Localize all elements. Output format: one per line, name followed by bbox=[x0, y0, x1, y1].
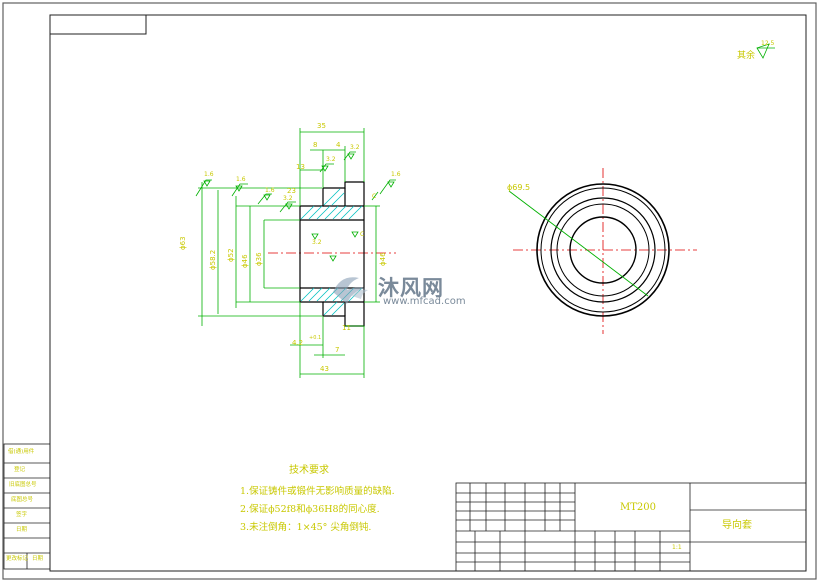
watermark-logo bbox=[333, 277, 368, 304]
note-line-3: 3.未注倒角：1×45° 尖角倒钝. bbox=[240, 522, 372, 533]
left-label-1: 借(通)用件 bbox=[8, 449, 35, 455]
watermark-brand: 沐风网 bbox=[378, 276, 444, 300]
note-line-1: 1.保证铸件或锻件无影响质量的缺陷. bbox=[240, 486, 395, 497]
section-view bbox=[299, 181, 365, 327]
left-label-2: 登记 bbox=[14, 467, 26, 473]
dim-35: 35 bbox=[317, 122, 326, 130]
left-label-8: 日期 bbox=[32, 556, 44, 562]
dim-43: 43 bbox=[320, 365, 329, 373]
chamfer-mark-2: C bbox=[372, 193, 377, 200]
model-number: MT200 bbox=[620, 502, 656, 513]
dim-13: 13 bbox=[296, 163, 305, 171]
roughness-7: 3.2 bbox=[350, 144, 360, 151]
rest-roughness-value: 12.5 bbox=[761, 40, 775, 47]
dim-phi52: ϕ52 bbox=[227, 248, 235, 262]
dimension-lines bbox=[195, 128, 396, 378]
dim-phi36: ϕ36 bbox=[255, 252, 263, 266]
dim-4-2: 4.2 bbox=[292, 339, 304, 347]
watermark-url: www.mfcad.com bbox=[383, 296, 466, 307]
roughness-2: 1.6 bbox=[236, 176, 246, 183]
roughness-8: 3.2 bbox=[312, 239, 322, 246]
dim-23: 23 bbox=[287, 187, 296, 195]
centerlines bbox=[268, 168, 697, 334]
left-label-5: 签字 bbox=[16, 512, 28, 518]
left-label-3: 旧底图总号 bbox=[9, 482, 37, 488]
roughness-4: 3.2 bbox=[283, 195, 293, 202]
left-label-7: 更改标记 bbox=[6, 556, 29, 562]
title-block bbox=[455, 482, 807, 572]
dim-8: 8 bbox=[313, 141, 318, 149]
dim-phi46-right: ϕ46 bbox=[379, 252, 387, 266]
scale-value: 1:1 bbox=[672, 544, 682, 551]
note-line-2: 2.保证ϕ52f8和ϕ36H8的同心度. bbox=[240, 504, 380, 515]
inner-border bbox=[49, 14, 807, 572]
rest-roughness-symbol bbox=[756, 43, 770, 59]
part-name: 导向套 bbox=[722, 520, 752, 531]
left-side-block bbox=[3, 443, 51, 570]
left-label-4: 底图总号 bbox=[11, 497, 34, 503]
code-box bbox=[49, 14, 147, 35]
left-label-6: 日期 bbox=[16, 527, 28, 533]
dim-4: 4 bbox=[336, 141, 341, 149]
roughness-1: 1.6 bbox=[204, 171, 214, 178]
end-view bbox=[536, 183, 670, 317]
dim-phi58: ϕ58.2 bbox=[209, 249, 217, 270]
dim-phi69-5: ϕ69.5 bbox=[507, 183, 531, 192]
dim-phi63: ϕ63 bbox=[179, 236, 187, 250]
phi69-leader bbox=[508, 190, 649, 297]
dim-11: 11 bbox=[342, 324, 351, 332]
dim-tolerance: +0.1 bbox=[309, 335, 322, 341]
roughness-5: 1.6 bbox=[391, 171, 401, 178]
roughness-3: 1.6 bbox=[265, 187, 275, 194]
chamfer-mark-1: C bbox=[360, 231, 365, 238]
dim-phi46: ϕ46 bbox=[241, 254, 249, 268]
dim-7: 7 bbox=[335, 346, 340, 354]
roughness-6: 3.2 bbox=[326, 156, 336, 163]
notes-title: 技术要求 bbox=[289, 465, 329, 476]
rest-roughness-label: 其余 bbox=[737, 51, 756, 61]
